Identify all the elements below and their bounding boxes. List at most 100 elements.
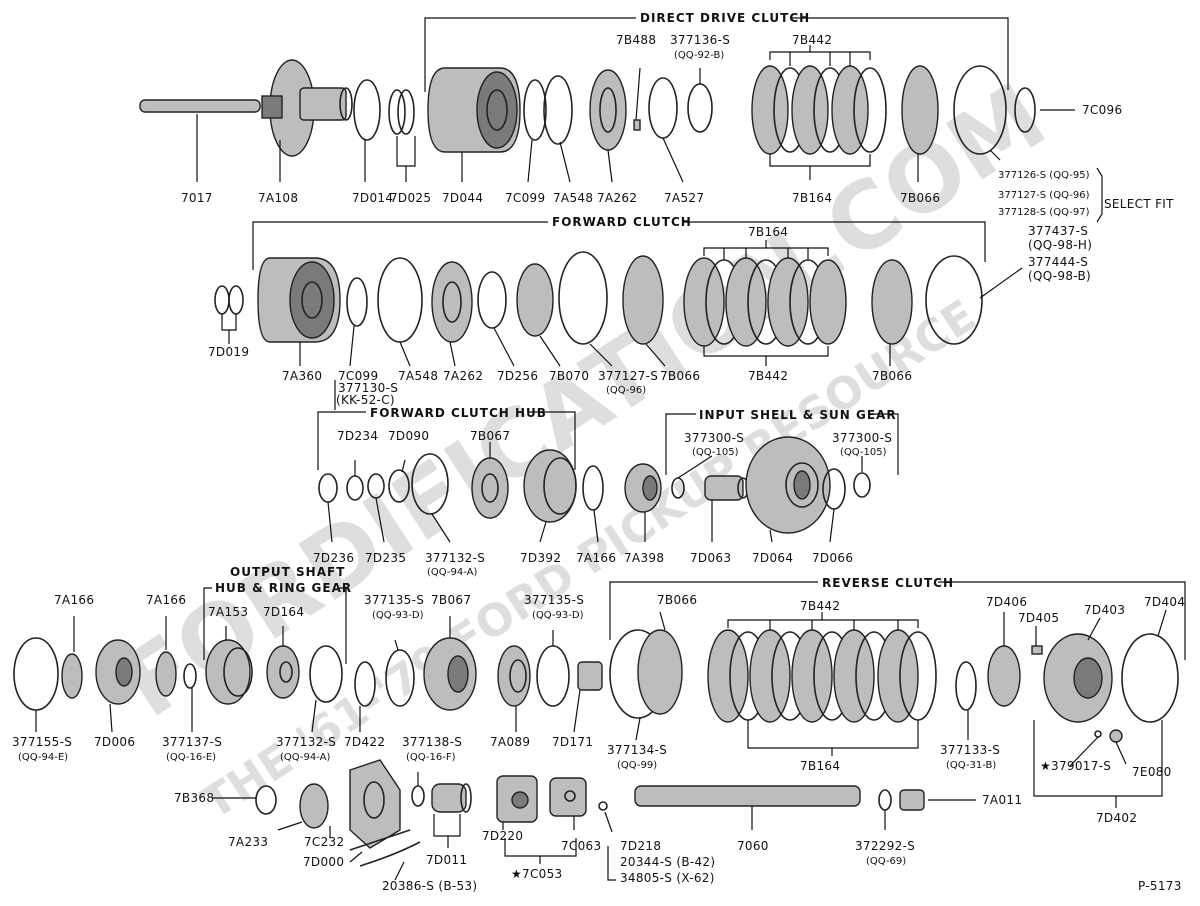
label-7A166-r4a: 7A166 — [54, 593, 94, 607]
label-7D025: 7D025 — [390, 191, 431, 205]
label-select-fit-4: 377437-S — [1028, 224, 1088, 238]
row1-labels: 7017 7A108 7D014 7D025 7D044 7C099 7A548… — [181, 33, 1174, 283]
label-7B442-r4: 7B442 — [800, 599, 840, 613]
washer-7A166-r3 — [582, 465, 604, 511]
label-7D006: 7D006 — [94, 735, 135, 749]
thrust-washer-7D014 — [353, 79, 381, 141]
ring-377127 — [558, 251, 608, 345]
seal-7C096 — [1014, 87, 1036, 133]
label-7A166-r4b: 7A166 — [146, 593, 186, 607]
label-7B070: 7B070 — [549, 369, 589, 383]
nut-7E080 — [1109, 729, 1123, 743]
label-7D405: 7D405 — [1018, 611, 1059, 625]
label-select-fit-5: 377444-S — [1028, 255, 1088, 269]
label-20386: 20386-S (B-53) — [382, 879, 477, 893]
label-7B066-r1: 7B066 — [900, 191, 940, 205]
label-7B442-r1: 7B442 — [792, 33, 832, 47]
label-379017: ★379017-S — [1040, 759, 1111, 773]
ring-372292 — [878, 789, 892, 811]
planet-carrier-7B067-r4 — [423, 637, 477, 711]
output-shaft-header-line2: HUB & RING GEAR — [215, 581, 352, 595]
label-7B442-r2: 7B442 — [748, 369, 788, 383]
forward-clutch-cylinder-7A360 — [257, 257, 341, 343]
label-377134: 377134-S — [607, 743, 667, 757]
washer-7A166-r4b — [155, 651, 177, 697]
label-377127-code: (QQ-96) — [606, 385, 646, 396]
label-7B164-r4: 7B164 — [800, 759, 840, 773]
label-7D164: 7D164 — [263, 605, 304, 619]
label-7A153: 7A153 — [208, 605, 248, 619]
label-7D220: 7D220 — [482, 829, 523, 843]
label-7B066-r2b: 7B066 — [872, 369, 912, 383]
extension-7C232 — [349, 759, 401, 849]
label-7D422: 7D422 — [344, 735, 385, 749]
one-way-clutch-7A089 — [497, 645, 531, 707]
snap-ring-377135a — [385, 649, 415, 707]
section-headers: DIRECT DRIVE CLUTCH FORWARD CLUTCH FORWA… — [203, 11, 1186, 664]
washer-7D090 — [388, 469, 410, 503]
direct-drive-clutch-header: DIRECT DRIVE CLUTCH — [640, 11, 810, 25]
race-7D171 — [577, 661, 603, 691]
label-7A262-r2: 7A262 — [443, 369, 483, 383]
label-7D256: 7D256 — [497, 369, 538, 383]
figure-id: P-5173 — [1138, 879, 1182, 893]
gear-7A233 — [299, 783, 329, 829]
label-377135b-code: (QQ-93-D) — [532, 610, 584, 621]
spring-7A527 — [648, 77, 678, 139]
piston-7D406 — [987, 645, 1021, 707]
label-7A262-r1: 7A262 — [597, 191, 637, 205]
clutch-pack-row2 — [683, 257, 847, 347]
pump-support-7A108 — [261, 59, 353, 157]
label-7B066-r2a: 7B066 — [660, 369, 700, 383]
planet-carrier-7A398 — [624, 463, 662, 513]
label-372292: 372292-S — [855, 839, 915, 853]
label-select-fit-2: 377127-S (QQ-96) — [998, 190, 1090, 201]
label-377300b-code: (QQ-105) — [840, 447, 887, 458]
label-377134-code: (QQ-99) — [617, 760, 657, 771]
label-7A166-r3: 7A166 — [576, 551, 616, 565]
seal-7C099 — [523, 79, 547, 141]
label-7E080: 7E080 — [1132, 765, 1172, 779]
input-shell-header: INPUT SHELL & SUN GEAR — [699, 408, 897, 422]
label-7A360: 7A360 — [282, 369, 322, 383]
governor-7D220 — [496, 775, 538, 823]
label-7C053: ★7C053 — [511, 867, 562, 881]
label-7D218: 7D218 — [620, 839, 661, 853]
piston-7A262 — [589, 69, 627, 151]
label-7A548-r2: 7A548 — [398, 369, 438, 383]
label-7D392: 7D392 — [520, 551, 561, 565]
label-7D404: 7D404 — [1144, 595, 1185, 609]
row2-parts — [214, 251, 983, 347]
hub-7D164 — [266, 645, 300, 699]
label-377155: 377155-S — [12, 735, 72, 749]
input-shell-7D064 — [745, 436, 831, 534]
label-7B164-r2: 7B164 — [748, 225, 788, 239]
label-select-fit-3: 377128-S (QQ-97) — [998, 207, 1090, 218]
label-select-fit-1: 377126-S (QQ-95) — [998, 170, 1090, 181]
label-377155-code: (QQ-94-E) — [18, 752, 68, 763]
clutch-pack-row4 — [707, 629, 937, 723]
label-7D236: 7D236 — [313, 551, 354, 565]
label-7A011: 7A011 — [982, 793, 1022, 807]
label-7A108: 7A108 — [258, 191, 298, 205]
seal-7A548-r2 — [377, 257, 423, 343]
label-377130-code: (KK-52-C) — [336, 393, 395, 407]
screw-379017 — [1094, 730, 1102, 738]
label-7C099-r1: 7C099 — [505, 191, 545, 205]
label-377300a: 377300-S — [684, 431, 744, 445]
label-7D403: 7D403 — [1084, 603, 1125, 617]
forward-clutch-hub-header: FORWARD CLUTCH HUB — [370, 406, 547, 420]
label-377135a: 377135-S — [364, 593, 424, 607]
label-7C099-r2: 7C099 — [338, 369, 378, 383]
label-377135a-code: (QQ-93-D) — [372, 610, 424, 621]
row1-parts — [139, 59, 1036, 157]
hub-7B067-r3 — [471, 457, 509, 519]
row4-parts — [13, 629, 1179, 743]
label-7D000: 7D000 — [303, 855, 344, 869]
label-7D019: 7D019 — [208, 345, 249, 359]
label-7D234: 7D234 — [337, 429, 378, 443]
snap-ring-377437 — [925, 255, 983, 345]
piston-7A262-r2 — [431, 261, 473, 343]
watermark-line1: FORDIFICATION.COM — [104, 63, 1064, 739]
label-7C063: 7C063 — [561, 839, 601, 853]
